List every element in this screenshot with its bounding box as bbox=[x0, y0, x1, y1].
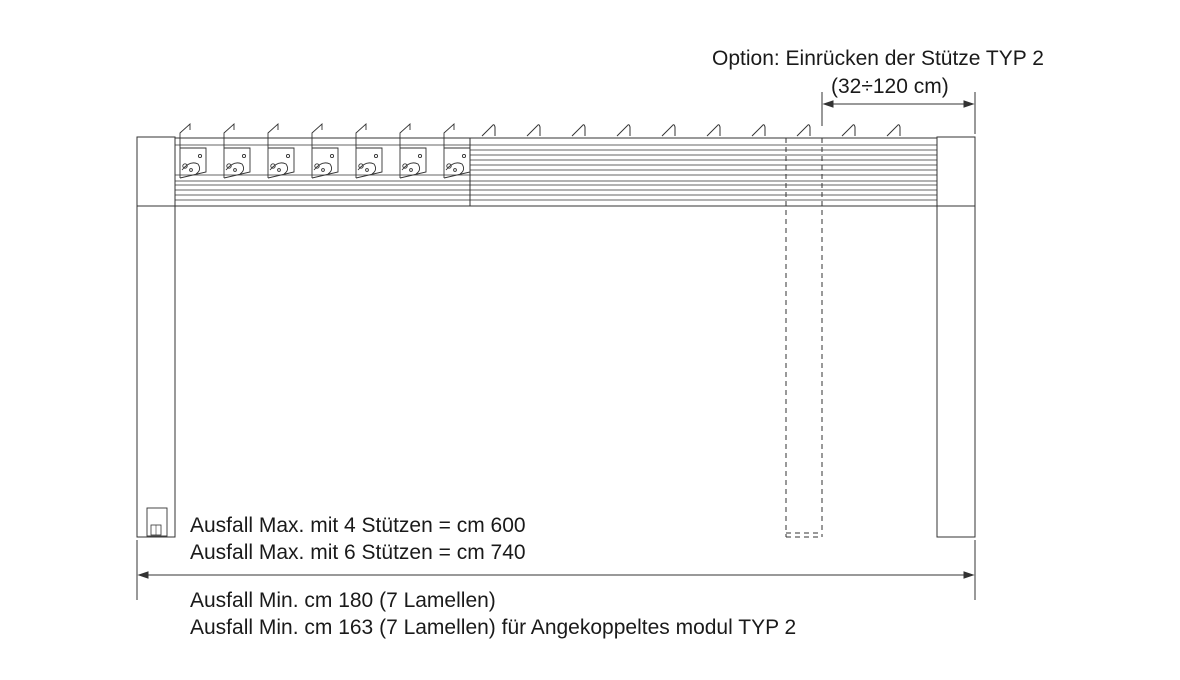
min-projection-coupled-module: Ausfall Min. cm 163 (7 Lamellen) für Ang… bbox=[190, 616, 797, 639]
lamella-bracket bbox=[179, 122, 207, 179]
lamella-bracket bbox=[443, 122, 471, 179]
lamella-bracket bbox=[223, 122, 251, 179]
lamella-bracket bbox=[355, 122, 383, 179]
lamella-hook bbox=[751, 124, 766, 137]
lamella-bracket bbox=[399, 122, 427, 179]
lamella-hook bbox=[706, 124, 721, 137]
right-post bbox=[936, 136, 976, 538]
inset-dimension-line bbox=[821, 92, 976, 134]
overall-width-dimension-line bbox=[136, 540, 976, 600]
closed-lamella-hooks bbox=[481, 124, 901, 137]
lamella-hook bbox=[616, 124, 631, 137]
lamella-stack bbox=[175, 144, 937, 201]
lamella-hook bbox=[886, 124, 901, 137]
lamella-hook bbox=[841, 124, 856, 137]
lamella-hook bbox=[796, 124, 811, 137]
lamella-hook bbox=[571, 124, 586, 137]
lamella-bracket bbox=[267, 122, 295, 179]
optional-post-dashed bbox=[785, 138, 823, 538]
lamella-hook bbox=[526, 124, 541, 137]
open-lamella-brackets bbox=[179, 122, 471, 179]
lamella-hook bbox=[661, 124, 676, 137]
min-projection: Ausfall Min. cm 180 (7 Lamellen) bbox=[190, 589, 496, 612]
max-projection-6-posts: Ausfall Max. mit 6 Stützen = cm 740 bbox=[190, 541, 526, 564]
option-title: Option: Einrücken der Stütze TYP 2 bbox=[712, 47, 1044, 70]
lamella-hook bbox=[481, 124, 496, 137]
option-range: (32÷120 cm) bbox=[831, 75, 949, 98]
left-post bbox=[136, 136, 176, 538]
roof-beam bbox=[175, 137, 937, 207]
lamella-bracket bbox=[311, 122, 339, 179]
max-projection-4-posts: Ausfall Max. mit 4 Stützen = cm 600 bbox=[190, 514, 526, 537]
